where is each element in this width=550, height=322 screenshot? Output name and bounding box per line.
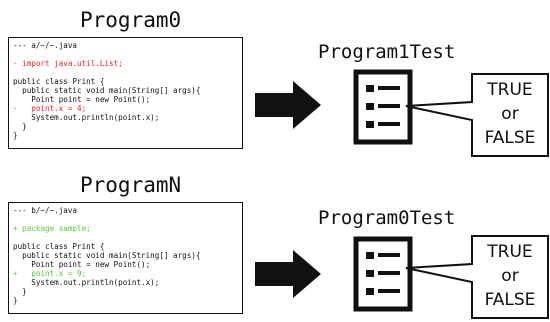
verdict-or: or [501,266,519,286]
program0-code-box: --- a/~/~.java - import java.util.List; pu… [8,37,243,149]
code-line [13,68,238,77]
code-line: System.out.println(point.x); [13,278,160,287]
code-line: } [13,287,27,296]
code-line: } [13,296,18,305]
verdict-text: TRUE or FALSE [470,78,550,150]
right-arrow-icon [255,250,321,298]
program0-title: Program0 [80,8,182,32]
code-line: } [13,122,27,131]
speech-bubble-icon [405,235,549,319]
code-line: --- b/~/~.java [13,206,78,215]
added-code-line: + point.x = 9; [13,269,87,278]
program0test-title: Program0Test [318,207,456,229]
code-line [13,233,238,242]
code-line: public static void main(String[] args){ [13,251,201,260]
code-line: public class Print { [13,77,105,86]
right-arrow-icon [255,81,321,129]
code-line [13,50,238,59]
verdict-true: TRUE [487,242,533,262]
code-line: --- a/~/~.java [13,41,78,50]
code-line [13,215,238,224]
test-document-icon [353,236,413,312]
verdict-or: or [501,104,519,124]
verdict-false: FALSE [484,290,536,310]
program1test-title: Program1Test [318,41,456,63]
code-line: public static void main(String[] args){ [13,86,201,95]
programn-title: ProgramN [80,173,182,197]
added-code-line: + package sample; [13,224,91,233]
test-document-icon [353,69,413,145]
programn-code-box: --- b/~/~.java + package sample; public cl… [8,202,243,314]
speech-bubble-icon [405,73,549,157]
code-line: System.out.println(point.x); [13,113,160,122]
code-line: } [13,131,18,140]
verdict-text: TRUE or FALSE [470,240,550,312]
verdict-true: TRUE [487,80,533,100]
code-line: public class Print { [13,242,105,251]
removed-code-line: - import java.util.List; [13,59,123,68]
removed-code-line: - point.x = 4; [13,104,87,113]
code-line: Point point = new Point(); [13,260,151,269]
code-line: Point point = new Point(); [13,95,151,104]
verdict-false: FALSE [484,128,536,148]
